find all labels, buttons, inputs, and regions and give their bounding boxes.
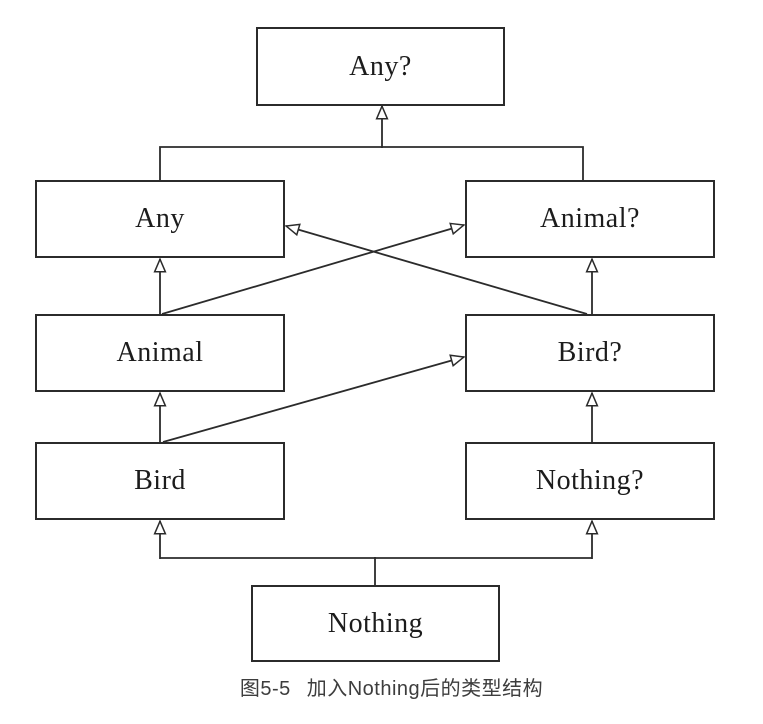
node-nothing-q: Nothing? xyxy=(465,442,715,520)
node-animal: Animal xyxy=(35,314,285,392)
node-bird-label: Bird xyxy=(134,465,186,496)
edge-birdq-to-any xyxy=(286,226,588,315)
node-bird: Bird xyxy=(35,442,285,520)
edge-nothing-to-bird-and-nothingq xyxy=(160,521,592,586)
figure-caption: 图5-5 加入Nothing后的类型结构 xyxy=(10,672,763,701)
node-any-label: Any xyxy=(135,203,185,234)
node-animal-q-label: Animal? xyxy=(540,203,640,234)
node-nothing: Nothing xyxy=(251,585,500,662)
node-nothing-label: Nothing xyxy=(327,607,424,639)
node-any: Any xyxy=(35,180,285,258)
edge-bird-to-birdq xyxy=(162,357,464,443)
node-nothing-q-label: Nothing? xyxy=(535,465,645,496)
node-animal-q: Animal? xyxy=(465,180,715,258)
node-animal-label: Animal xyxy=(116,337,204,368)
edge-any-and-animalq-to-anyq xyxy=(159,106,584,181)
node-any-q-label: Any? xyxy=(349,50,412,82)
node-bird-q: Bird? xyxy=(465,314,715,392)
figure-caption-title: 加入Nothing后的类型结构 xyxy=(306,678,544,700)
figure-caption-number: 图5-5 xyxy=(239,678,291,700)
node-any-q: Any? xyxy=(256,27,505,106)
node-bird-q-label: Bird? xyxy=(557,337,623,368)
edge-animal-to-animalq xyxy=(161,225,464,315)
